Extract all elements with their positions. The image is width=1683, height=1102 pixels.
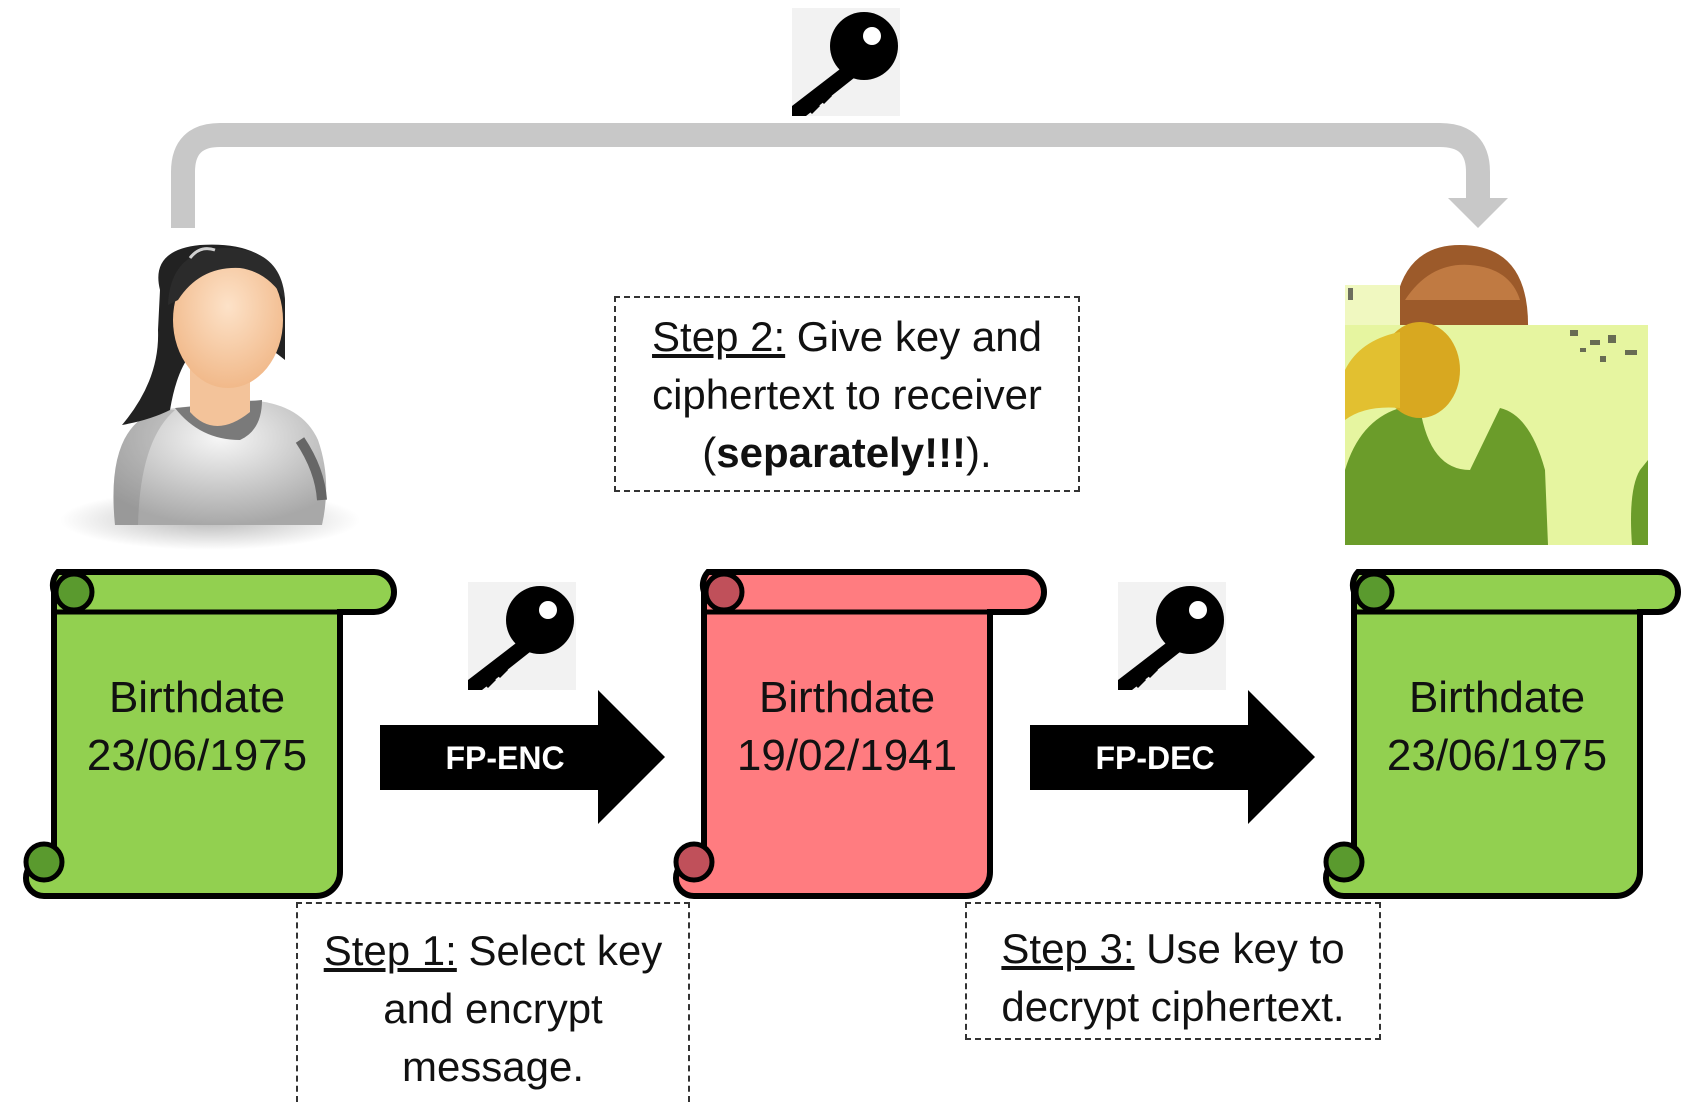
scroll-3-date: 23/06/1975 <box>1387 731 1607 780</box>
decrypt-arrow: FP-DEC <box>1030 690 1315 824</box>
scroll-decrypted: Birthdate 23/06/1975 <box>1323 569 1681 899</box>
step-2-close-paren: ). <box>966 429 992 476</box>
step-2-text-2: ciphertext to receiver <box>652 371 1042 418</box>
scroll-ciphertext: Birthdate 19/02/1941 <box>673 569 1047 899</box>
step-3-text-1: Use key to <box>1134 925 1345 972</box>
step-2-text-1: Give key and <box>785 313 1042 360</box>
step-2-emphasis: separately!!! <box>716 429 967 476</box>
scroll-2-date: 19/02/1941 <box>737 731 957 780</box>
decrypt-key-icon <box>1118 582 1226 690</box>
scroll-1-date: 23/06/1975 <box>87 731 307 780</box>
step-3-label: Step 3: <box>1001 925 1135 972</box>
scroll-3-title: Birthdate <box>1409 673 1585 722</box>
decrypt-arrow-label: FP-DEC <box>1095 740 1214 776</box>
scroll-1-title-text: Birthdate <box>109 673 285 722</box>
step-1-text-2: and encrypt <box>383 985 603 1032</box>
transfer-arrow <box>171 123 1508 228</box>
encrypt-arrow-label: FP-ENC <box>445 740 564 776</box>
female-user-icon <box>60 244 360 550</box>
scroll-plaintext: Birthdate 23/06/1975 <box>23 569 397 899</box>
step-1-text-3: message. <box>401 1043 585 1090</box>
step-2-open-paren: ( <box>702 429 717 476</box>
encrypt-key-icon <box>468 582 576 690</box>
male-user-icon <box>1345 245 1648 545</box>
step-1-label: Step 1: <box>323 927 457 974</box>
step-2-box: Step 2: Give key and ciphertext to recei… <box>614 296 1080 492</box>
key-icon <box>792 8 900 116</box>
step-1-text-1: Select key <box>456 927 663 974</box>
step-3-text-2: decrypt ciphertext. <box>1001 983 1345 1030</box>
scroll-2-title: Birthdate <box>759 673 935 722</box>
step-3-box: Step 3: Use key to decrypt ciphertext. <box>965 902 1381 1040</box>
encrypt-arrow: FP-ENC <box>380 690 665 824</box>
step-2-label: Step 2: <box>652 313 786 360</box>
step-1-box: Step 1: Select key and encrypt message. <box>296 902 690 1102</box>
